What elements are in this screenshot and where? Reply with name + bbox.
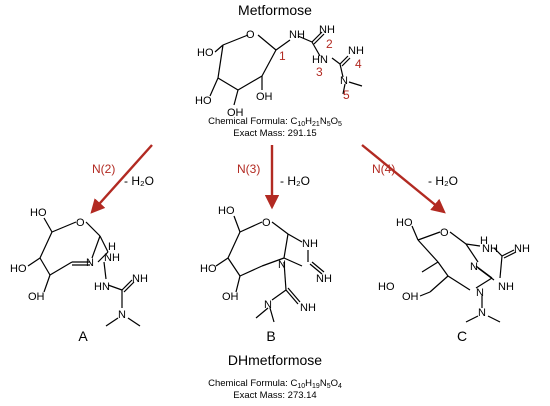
arrow-n2 — [90, 144, 153, 214]
oh: OH — [28, 291, 45, 303]
ho: HO — [218, 205, 235, 217]
ring-oxygen: O — [440, 227, 449, 239]
nh: NH — [104, 252, 120, 264]
metformose-atom-labels: O HO HO OH OH NH NH HN NH N — [195, 24, 364, 119]
formula-subscript: 5 — [326, 121, 331, 128]
dhmetformose-formula: Chemical Formula: C10H19N5O4 — [180, 378, 370, 393]
metformose-formula: Chemical Formula: C10H21N5O5 — [180, 116, 370, 131]
product-b-atom-labels: HO O HO OH NH N NH N NH — [200, 205, 332, 314]
atom-number-4: 4 — [355, 57, 362, 71]
imine-nh-2: NH — [319, 24, 335, 36]
arrow-loss-n3: - H₂O — [280, 174, 310, 188]
nh-1: NH — [289, 29, 305, 41]
ho-4: HO — [195, 95, 212, 107]
imine-nh-4: NH — [348, 45, 364, 57]
arrow-loss-n2: - H₂O — [124, 174, 154, 188]
formula-prefix: Chemical Formula: — [208, 378, 291, 389]
formula-element: H — [305, 116, 313, 127]
formula-subscript: 5 — [337, 121, 342, 128]
product-c-structure — [411, 225, 517, 323]
formula-element: O — [330, 378, 338, 389]
n: N — [470, 261, 478, 273]
oh-3: OH — [227, 107, 244, 119]
dhmetformose-title: DHmetformose — [227, 352, 323, 368]
n: N — [476, 287, 484, 299]
oh-2: OH — [256, 91, 273, 103]
nh: NH — [300, 302, 316, 314]
atom-number-5: 5 — [343, 88, 350, 102]
ho: HO — [378, 281, 395, 293]
product-b-structure — [215, 215, 325, 323]
ho: HO — [200, 263, 217, 275]
product-c-atom-labels: HO O H NH NH HO OH N NH N N — [378, 217, 530, 319]
atom-numbers: 1 2 3 4 5 — [279, 37, 362, 102]
ring-oxygen: O — [76, 217, 85, 229]
formula-element: N — [319, 378, 327, 389]
n-5: N — [340, 75, 348, 87]
product-a-atom-labels: HO O HO OH N H NH HN NH N — [10, 207, 148, 321]
nh: NH — [316, 273, 332, 285]
ho: HO — [396, 217, 413, 229]
formula-element: C — [290, 116, 298, 127]
formula-element: O — [330, 116, 338, 127]
dhmetformose-mass: Exact Mass: 273.14 — [233, 390, 317, 401]
nh: NH — [498, 281, 514, 293]
formula-prefix: Chemical Formula: — [208, 116, 291, 127]
atom-number-1: 1 — [279, 49, 286, 63]
reaction-arrows — [90, 144, 446, 214]
product-label-a: A — [78, 328, 88, 344]
n: N — [86, 257, 94, 269]
metformose-title: Metformose — [238, 2, 312, 18]
ho: HO — [30, 207, 47, 219]
oh: OH — [222, 291, 239, 303]
n: N — [278, 259, 286, 271]
hn-3: HN — [312, 54, 328, 66]
arrow-label-n4: N(4) — [372, 162, 396, 176]
arrow-n4 — [361, 144, 446, 214]
product-label-b: B — [266, 328, 276, 344]
ring-oxygen: O — [262, 217, 271, 229]
formula-subscript: 4 — [337, 383, 342, 390]
ring-oxygen: O — [246, 29, 255, 41]
metformose-structure — [209, 31, 363, 106]
nh: NH — [482, 243, 498, 255]
formula-subscript: 5 — [326, 383, 331, 390]
atom-number-2: 2 — [326, 37, 333, 51]
product-a-structure — [27, 217, 141, 327]
arrow-label-n3: N(3) — [237, 162, 261, 176]
formula-value: C10H19N5O4 — [290, 378, 342, 390]
h: H — [480, 235, 488, 247]
n: N — [478, 307, 486, 319]
arrow-label-n2: N(2) — [92, 162, 116, 176]
formula-element: H — [305, 378, 313, 389]
atom-number-3: 3 — [316, 65, 323, 79]
nh: NH — [302, 238, 318, 250]
formula-element: C — [290, 378, 298, 389]
formula-element: N — [319, 116, 327, 127]
ho-6: HO — [197, 47, 214, 59]
n: N — [118, 309, 126, 321]
hn: HN — [94, 281, 110, 293]
n: N — [264, 299, 272, 311]
nh: NH — [132, 273, 148, 285]
formula-subscript: 10 — [297, 121, 306, 128]
formula-subscript: 10 — [297, 383, 306, 390]
oh: OH — [402, 291, 419, 303]
formula-value: C10H21N5O5 — [290, 116, 342, 128]
h: H — [108, 241, 116, 253]
product-label-c: C — [456, 328, 468, 344]
nh: NH — [514, 243, 530, 255]
ho: HO — [10, 263, 27, 275]
arrow-loss-n4: - H₂O — [428, 174, 458, 188]
metformose-mass: Exact Mass: 291.15 — [233, 128, 317, 139]
formula-subscript: 21 — [312, 121, 320, 128]
formula-subscript: 19 — [312, 383, 320, 390]
